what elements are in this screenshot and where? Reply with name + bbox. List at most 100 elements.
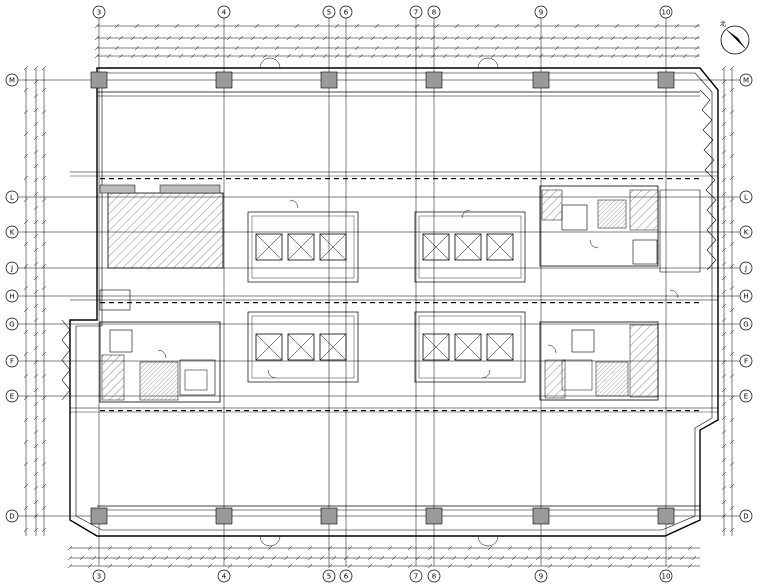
dim-tick [729,87,735,93]
dim-mark [127,302,132,304]
axis-bubble-left-M: M [5,73,19,87]
dim-tick [721,191,727,197]
dim-tick [41,263,47,269]
dim-mark [226,410,231,412]
dim-tick [23,439,29,445]
elevator-banks [247,211,526,383]
dim-tick [607,555,613,561]
dim-tick [23,175,29,181]
dim-tick [729,219,735,225]
dim-tick [499,555,505,561]
dim-mark [226,302,231,304]
dim-tick [202,53,208,59]
dim-mark [127,178,132,180]
dim-mark [343,178,348,180]
dim-tick [721,93,727,99]
dim-tick [721,121,727,127]
dim-mark [667,302,672,304]
dim-tick [554,23,560,29]
dim-mark [388,178,393,180]
dim-tick [223,555,229,561]
dim-mark [100,410,105,412]
dim-tick [178,35,184,41]
dim-mark [325,302,330,304]
axis-bubble-label: 9 [539,573,543,581]
dim-mark [568,410,573,412]
dim-tick [106,53,112,59]
axis-bubble-label: 6 [344,573,349,581]
dim-tick [394,23,400,29]
dim-tick [447,545,453,551]
dim-mark [208,302,213,304]
dim-mark [289,410,294,412]
dim-tick [354,23,360,29]
dim-mark [145,302,150,304]
dim-tick [103,555,109,561]
dim-tick [154,23,160,29]
dim-mark [685,302,690,304]
dim-tick [490,53,496,59]
column [215,507,233,525]
dim-mark [118,178,123,180]
elevator-car [287,333,315,361]
axis-bubble-left-L: L [5,190,19,204]
dim-tick [667,555,673,561]
dim-tick [594,45,600,51]
dim-tick [729,505,735,511]
dim-tick [721,527,727,533]
dim-tick [418,53,424,59]
dim-tick [33,233,39,239]
dim-tick [403,555,409,561]
dim-tick [334,45,340,51]
dim-tick [466,53,472,59]
dim-tick [721,205,727,211]
axis-bubble-label: G [9,321,14,329]
dim-mark [487,410,492,412]
dim-tick [190,35,196,41]
dim-mark [361,178,366,180]
dim-mark [631,410,636,412]
dim-tick [538,53,544,59]
dim-tick [334,23,340,29]
dim-mark [658,410,663,412]
dim-tick [310,53,316,59]
dim-tick [574,45,580,51]
axis-bubble-label: 7 [414,9,418,17]
dim-tick [370,53,376,59]
dim-tick [511,555,517,561]
dim-tick [23,219,29,225]
dim-tick [474,23,480,29]
dim-tick [374,23,380,29]
dim-tick [562,53,568,59]
column [90,71,108,89]
dim-tick [151,555,157,561]
dim-tick [41,285,47,291]
dim-tick [250,53,256,59]
dim-tick [298,53,304,59]
dim-tick [634,35,640,41]
dim-tick [262,35,268,41]
axis-bubble-label: K [744,229,749,237]
dim-tick [334,35,340,41]
axis-bubble-top-10: 10 [659,5,673,19]
dim-mark [433,178,438,180]
dim-tick [310,35,316,41]
dim-mark [307,178,312,180]
dim-tick [387,545,393,551]
dim-mark [514,178,519,180]
dim-mark [271,410,276,412]
axis-bubble-label: G [743,321,748,329]
axis-bubble-bottom-6: 6 [339,569,353,583]
dim-tick [294,23,300,29]
dim-tick [654,45,660,51]
axis-bubble-right-H: H [739,289,753,303]
dim-mark [370,178,375,180]
dim-tick [534,23,540,29]
dim-tick [721,303,727,309]
dim-tick [294,45,300,51]
dim-tick [394,35,400,41]
dim-tick [494,23,500,29]
dim-tick [721,457,727,463]
dim-tick [454,53,460,59]
